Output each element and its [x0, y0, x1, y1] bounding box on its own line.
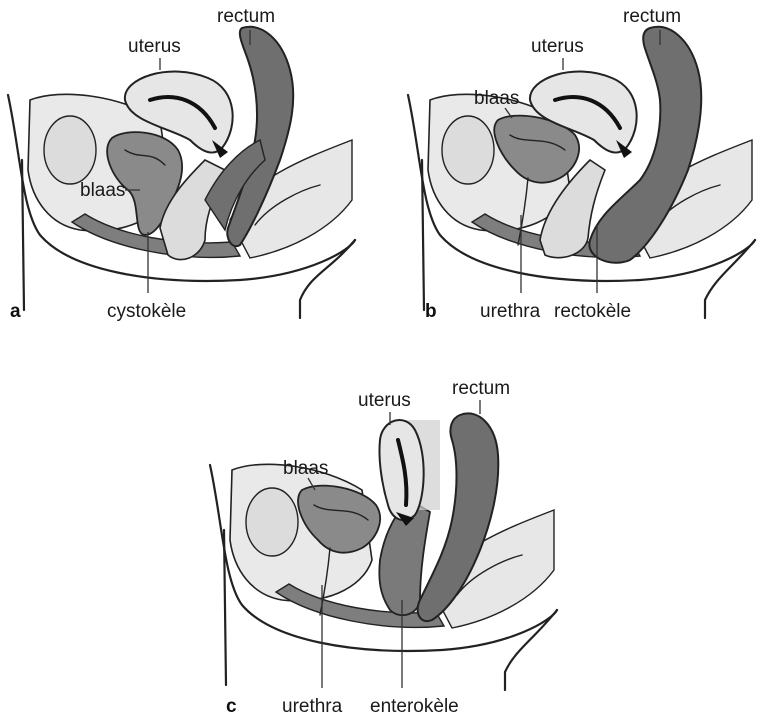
panel-c: rectum uterus blaas urethra enterokèle c — [210, 378, 557, 717]
panel-letter-b: b — [425, 301, 437, 322]
pubic-bone — [44, 116, 96, 184]
label-blaas-a: blaas — [80, 180, 125, 201]
pubic-bone — [246, 488, 298, 556]
label-blaas-b: blaas — [474, 88, 519, 109]
panel-letter-a: a — [10, 301, 21, 322]
label-blaas-c: blaas — [283, 458, 328, 479]
panel-b: rectum uterus blaas urethra rectokèle b — [408, 6, 755, 322]
label-rectum-b: rectum — [623, 6, 681, 27]
panel-a: rectum uterus blaas cystokèle a — [8, 6, 355, 322]
label-uterus-b: uterus — [531, 36, 584, 57]
panel-letter-c: c — [226, 696, 237, 717]
label-uterus-c: uterus — [358, 390, 411, 411]
pubic-bone — [442, 116, 494, 184]
label-urethra-c: urethra — [282, 696, 343, 717]
label-urethra-b: urethra — [480, 301, 541, 322]
label-uterus-a: uterus — [128, 36, 181, 57]
label-enterokele: enterokèle — [370, 696, 459, 717]
label-rectum-c: rectum — [452, 378, 510, 399]
label-rectokele: rectokèle — [554, 301, 631, 322]
label-rectum-a: rectum — [217, 6, 275, 27]
uterus — [379, 420, 423, 520]
label-cystokele: cystokèle — [107, 301, 186, 322]
